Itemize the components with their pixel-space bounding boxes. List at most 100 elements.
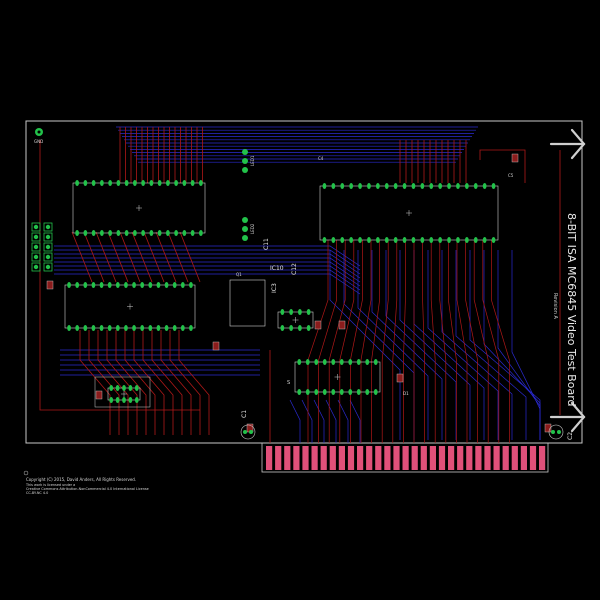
chip-u1: [72, 182, 206, 234]
arrow-right-icon: [549, 128, 586, 160]
pin-pad: [491, 237, 496, 243]
pin-pad: [128, 385, 133, 391]
arrow-right-icon: [549, 401, 586, 433]
pin-pad: [331, 389, 336, 395]
license-line-2: Creative Commons Attribution-NonCommerci…: [26, 487, 149, 491]
pin-pad: [132, 230, 137, 236]
pin-pad: [83, 180, 88, 186]
pin-pad: [108, 180, 113, 186]
pin-pad: [289, 325, 294, 331]
pin-pad: [297, 309, 302, 315]
pin-pad: [140, 282, 145, 288]
pin-pad: [349, 237, 354, 243]
trace: [441, 250, 513, 440]
pin-pad: [109, 385, 114, 391]
pin-pad: [340, 237, 345, 243]
pin-pad: [456, 237, 460, 243]
pin-pad: [124, 180, 129, 186]
trace: [95, 231, 117, 283]
pin-pad: [83, 325, 88, 331]
trace: [169, 330, 201, 435]
pin-pad: [464, 183, 469, 189]
gnd-testpoint: GND: [34, 128, 43, 144]
trace: [465, 240, 478, 443]
pin-pad: [456, 183, 460, 189]
pin-pad: [99, 325, 104, 331]
header-pad: [31, 242, 41, 252]
pin-pad: [402, 183, 407, 189]
trace: [349, 399, 361, 443]
pin-pad: [464, 237, 469, 243]
header-pad: [31, 262, 41, 272]
pin-pad: [420, 237, 425, 243]
pin-pad: [339, 359, 344, 365]
header-pad: [31, 222, 41, 232]
pin-pad: [75, 180, 80, 186]
pin-pad: [438, 183, 443, 189]
header-pin: [45, 234, 51, 240]
pin-pad: [482, 237, 487, 243]
gold-finger: [275, 446, 282, 470]
pin-pad: [280, 309, 285, 315]
passive-part: [95, 390, 103, 400]
pin-pad: [134, 385, 139, 391]
pin-pad: [148, 325, 153, 331]
gold-finger: [475, 446, 482, 470]
ref-ic3: IC3: [271, 283, 278, 293]
ref-led2: LED2: [250, 223, 255, 234]
strip-pin: [242, 149, 248, 155]
gold-finger: [520, 446, 527, 470]
edge-connector-fingers: [266, 446, 546, 470]
pin-pad: [297, 359, 302, 365]
gold-finger: [438, 446, 446, 470]
trace: [482, 240, 500, 443]
trace: [54, 269, 361, 291]
pin-pad: [115, 385, 120, 391]
pin-pad: [482, 183, 487, 189]
component-pads: [31, 149, 561, 434]
trace: [350, 240, 363, 443]
pin-pad: [115, 282, 120, 288]
gold-finger: [511, 446, 518, 470]
ref-led1: LED1: [250, 155, 255, 166]
gold-finger: [311, 446, 318, 470]
pin-pad: [322, 359, 327, 365]
trace: [427, 250, 499, 440]
trace: [360, 240, 372, 443]
pin-pad: [447, 183, 451, 189]
gold-finger: [357, 446, 364, 470]
pin-pad: [339, 389, 344, 395]
pin-pad: [429, 237, 434, 243]
strip-pin: [242, 226, 248, 232]
pin-pad: [132, 282, 136, 288]
trace: [473, 240, 489, 443]
header-pad: [31, 232, 41, 242]
pin-pad: [134, 397, 139, 403]
trace: [313, 399, 325, 443]
trace: [456, 240, 468, 443]
pin-pad: [322, 389, 327, 395]
pin-pad: [411, 183, 416, 189]
pin-pad: [99, 282, 104, 288]
pin-pad: [358, 237, 362, 243]
pin-pad: [322, 237, 327, 243]
trace: [371, 250, 443, 440]
pin-pad: [198, 230, 203, 236]
pin-pad: [75, 282, 80, 288]
gold-finger: [293, 446, 300, 470]
pin-pad: [149, 180, 154, 186]
pin-pad: [314, 389, 319, 395]
gold-finger: [429, 446, 436, 470]
trace: [54, 249, 361, 271]
passive-part: [338, 320, 346, 330]
trace: [107, 231, 129, 283]
pin-pad: [373, 389, 378, 395]
trace: [124, 330, 156, 435]
capacitor-outline: [548, 424, 564, 440]
pin-pad: [116, 230, 121, 236]
pin-pad: [314, 359, 319, 365]
gold-finger: [366, 446, 373, 470]
ref-c2: C2: [567, 432, 574, 440]
strip-pin: [242, 235, 248, 241]
ref-c4: C4: [318, 156, 324, 161]
